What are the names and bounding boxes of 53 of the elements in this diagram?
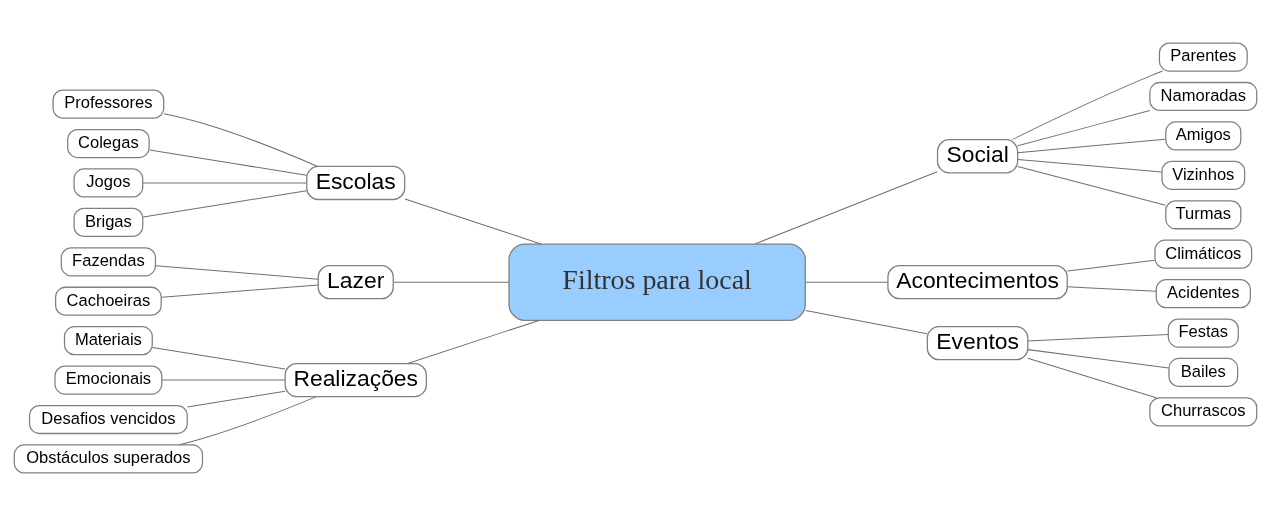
node-box: Fazendas <box>60 246 157 276</box>
connector <box>142 189 308 217</box>
connector <box>407 319 540 364</box>
node-box: Churrascos <box>1149 396 1258 426</box>
node-box: Acidentes <box>1155 278 1251 308</box>
node-box: Bailes <box>1168 357 1239 387</box>
connector <box>1027 333 1169 341</box>
connector <box>151 346 286 369</box>
node-box: Parentes <box>1158 41 1248 72</box>
node-box: Lazer <box>317 264 394 299</box>
connector <box>393 281 510 283</box>
node-box: Filtros para local <box>508 242 806 321</box>
node-box: Namoradas <box>1149 81 1258 111</box>
node-box: Emocionais <box>54 364 163 395</box>
connector <box>1012 70 1164 140</box>
connector <box>155 264 319 280</box>
node-box: Desafios vencidos <box>28 404 188 434</box>
connector <box>178 395 317 445</box>
node-box: Acontecimentos <box>887 264 1068 299</box>
node-box: Escolas <box>306 165 406 200</box>
connector <box>1017 158 1163 172</box>
connector <box>1017 109 1151 146</box>
connector <box>1027 348 1170 369</box>
node-box: Jogos <box>73 167 144 198</box>
connector <box>1017 165 1166 206</box>
connector <box>805 281 888 283</box>
connector <box>404 197 542 244</box>
node-box: Amigos <box>1165 120 1242 151</box>
node-box: Climáticos <box>1154 239 1253 269</box>
connector <box>754 170 938 244</box>
node-box: Brigas <box>73 207 144 237</box>
node-box: Materiais <box>63 325 153 355</box>
connector <box>161 284 319 298</box>
connector <box>142 181 308 183</box>
node-box: Festas <box>1167 317 1239 348</box>
connector <box>1017 138 1166 153</box>
node-box: Obstáculos superados <box>13 443 204 474</box>
connector <box>186 390 286 407</box>
node-box: Social <box>936 138 1019 173</box>
node-box: Colegas <box>67 128 150 158</box>
node-box: Realizações <box>284 362 427 397</box>
connector <box>163 112 319 167</box>
connector <box>161 379 286 381</box>
connector <box>1027 357 1157 398</box>
connector <box>1066 285 1157 292</box>
connector <box>1066 259 1155 272</box>
node-box: Vizinhos <box>1161 160 1246 190</box>
connector <box>805 309 928 334</box>
connector <box>149 148 308 176</box>
node-box: Turmas <box>1165 199 1242 229</box>
node-box: Eventos <box>926 325 1029 360</box>
node-box: Professores <box>52 89 165 119</box>
node-box: Cachoeiras <box>55 286 162 316</box>
